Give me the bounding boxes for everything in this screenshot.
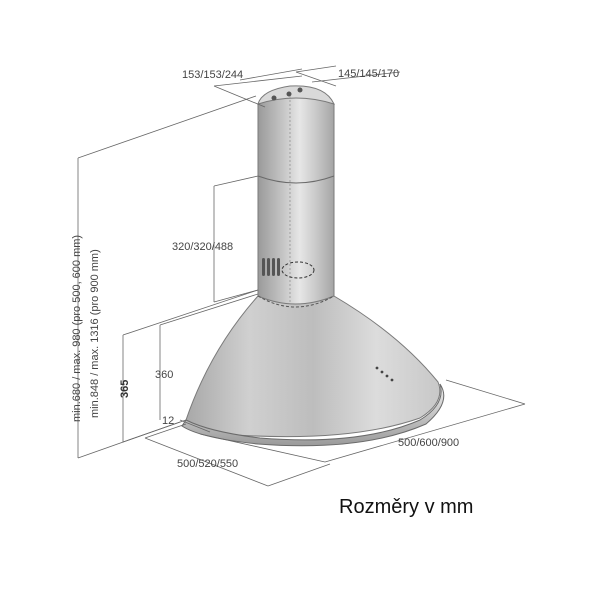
canopy-height-label: 360 <box>155 369 173 381</box>
chimney-top <box>257 85 335 105</box>
top-width-label: 145/145/170 <box>338 68 399 80</box>
caption: Rozměry v mm <box>339 496 473 518</box>
screw-icon <box>297 87 303 93</box>
dimension-lines <box>77 65 526 487</box>
screw-icon <box>286 91 292 97</box>
screw-icon <box>271 95 277 101</box>
overall-height-label-1: min.680 / max. 980 (pro 500, 600 mm) <box>71 235 83 422</box>
collar-outline <box>257 295 335 308</box>
depth-label: 500/520/550 <box>177 458 238 470</box>
hood-height-label: 365 <box>119 380 131 398</box>
canopy-rim <box>181 383 445 447</box>
vent-slots <box>262 258 280 276</box>
control-buttons <box>375 366 394 382</box>
cooker-hood <box>181 85 445 447</box>
chimney-seam <box>257 175 335 184</box>
canopy-cone <box>185 295 441 438</box>
width-label: 500/600/900 <box>398 437 459 449</box>
top-depth-label: 153/153/244 <box>182 69 243 81</box>
rim-label: 12 <box>162 415 174 427</box>
overall-height-label-2: min.848 / max. 1316 (pro 900 mm) <box>89 249 101 418</box>
outlet-outline <box>281 261 315 279</box>
chimney-height-label: 320/320/488 <box>172 241 233 253</box>
